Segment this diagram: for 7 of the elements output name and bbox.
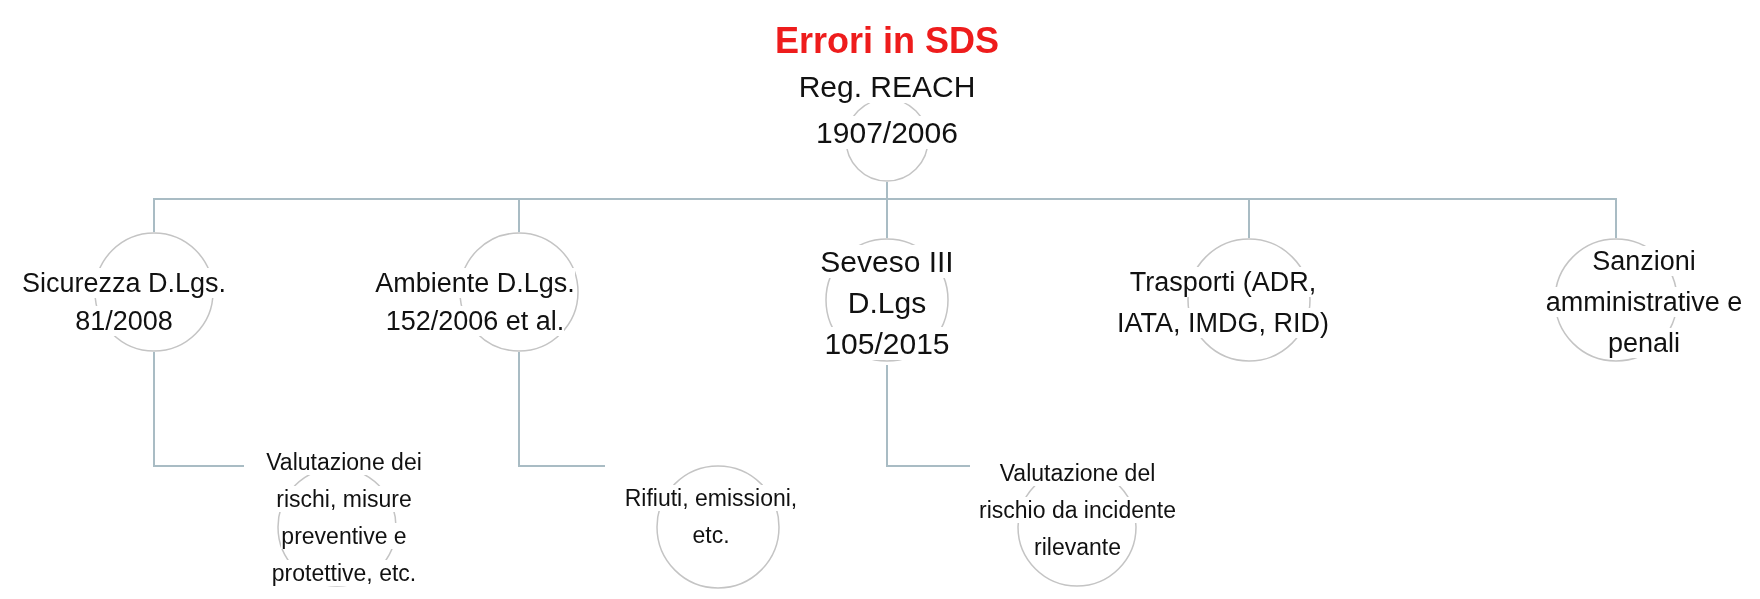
node-text: Sanzioni amministrative e penali [1544, 245, 1744, 360]
node-text: Trasporti (ADR, IATA, IMDG, RID) [1116, 265, 1330, 340]
node-text: Ambiente D.Lgs. 152/2006 et al. [374, 267, 576, 338]
connector-line [886, 181, 1617, 239]
connector-line [153, 351, 245, 467]
connector-line [886, 364, 971, 467]
connector-line [518, 351, 606, 467]
